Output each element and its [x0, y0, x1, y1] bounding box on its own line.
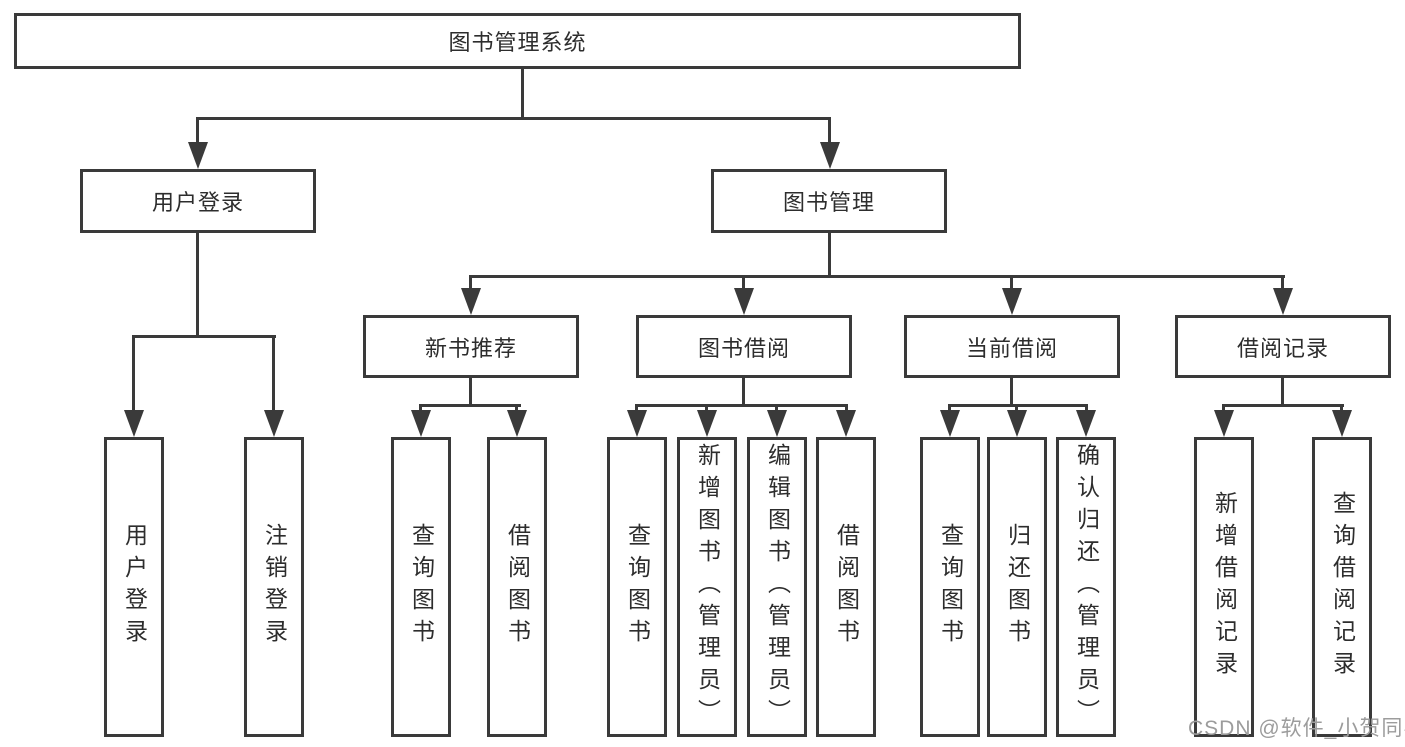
connector-drop-leaf [515, 404, 518, 414]
node-book-management: 图书管理 [711, 169, 947, 233]
connector-drop-leaf [1015, 404, 1018, 414]
arrow-down-icon [767, 410, 787, 437]
arrow-down-icon [940, 410, 960, 437]
arrow-down-icon [507, 410, 527, 437]
leaf-query-borrow-record-label: 查询借阅记录 [1329, 491, 1356, 683]
leaf-query-borrow-record: 查询借阅记录 [1312, 437, 1372, 737]
arrow-down-icon [461, 288, 481, 315]
leaf-return-book: 归还图书 [987, 437, 1047, 737]
leaf-user-login: 用户登录 [104, 437, 164, 737]
arrow-down-icon [1214, 410, 1234, 437]
leaf-edit-book-admin: 编辑图书（管理员） [747, 437, 807, 737]
node-new-book-recommend-label: 新书推荐 [424, 335, 517, 361]
arrow-down-icon [836, 410, 856, 437]
connector-root-trunk [521, 68, 524, 118]
leaf-query-books-borrow: 查询图书 [607, 437, 667, 737]
connector-root-bar [196, 117, 831, 120]
connector-book-borrow-trunk [742, 378, 745, 406]
arrow-down-icon [1007, 410, 1027, 437]
arrow-down-icon [124, 410, 144, 437]
leaf-add-book-admin: 新增图书（管理员） [677, 437, 737, 737]
connector-drop-login-leaf [132, 335, 135, 413]
node-book-borrowing-label: 图书借阅 [697, 335, 790, 361]
connector-drop-user-login [196, 117, 199, 145]
leaf-logout-label: 注销登录 [261, 523, 288, 651]
arrow-down-icon [734, 288, 754, 315]
connector-new-book-trunk [469, 378, 472, 406]
arrow-down-icon [1002, 288, 1022, 315]
arrow-down-icon [820, 142, 840, 169]
leaf-query-books-current-label: 查询图书 [937, 523, 964, 651]
node-new-book-recommend: 新书推荐 [363, 315, 579, 378]
arrow-down-icon [411, 410, 431, 437]
node-current-borrowing-label: 当前借阅 [965, 335, 1058, 361]
leaf-borrow-books-label: 借阅图书 [833, 523, 860, 651]
connector-user-login-trunk [196, 233, 199, 337]
node-system-root: 图书管理系统 [14, 13, 1021, 69]
node-book-management-label: 图书管理 [782, 190, 875, 215]
leaf-query-books-recommend-label: 查询图书 [408, 523, 435, 651]
node-current-borrowing: 当前借阅 [904, 315, 1120, 378]
leaf-query-books-recommend: 查询图书 [391, 437, 451, 737]
leaf-return-book-label: 归还图书 [1004, 523, 1031, 651]
connector-book-mgmt-bar [469, 275, 1285, 278]
connector-borrow-records-trunk [1281, 378, 1284, 406]
connector-book-mgmt-trunk [828, 233, 831, 277]
connector-borrow-records-bar [1222, 404, 1344, 407]
connector-drop-borrow-records [1281, 275, 1284, 291]
leaf-query-books-current: 查询图书 [920, 437, 980, 737]
node-borrowing-records-label: 借阅记录 [1236, 335, 1329, 361]
connector-drop-leaf [635, 404, 638, 414]
leaf-borrow-books: 借阅图书 [816, 437, 876, 737]
connector-drop-leaf [845, 404, 848, 414]
leaf-query-books-borrow-label: 查询图书 [624, 523, 651, 651]
connector-drop-leaf [705, 404, 708, 414]
connector-drop-leaf [419, 404, 422, 414]
connector-drop-leaf [1340, 404, 1343, 414]
node-user-login: 用户登录 [80, 169, 316, 233]
arrow-down-icon [1273, 288, 1293, 315]
arrow-down-icon [1076, 410, 1096, 437]
leaf-confirm-return-admin: 确认归还（管理员） [1056, 437, 1116, 737]
leaf-add-book-admin-label: 新增图书（管理员） [694, 443, 721, 731]
leaf-confirm-return-admin-label: 确认归还（管理员） [1073, 443, 1100, 731]
node-borrowing-records: 借阅记录 [1175, 315, 1391, 378]
leaf-add-borrow-record: 新增借阅记录 [1194, 437, 1254, 737]
connector-new-book-bar [419, 404, 521, 407]
leaf-add-borrow-record-label: 新增借阅记录 [1211, 491, 1238, 683]
connector-current-borrow-bar [948, 404, 1088, 407]
connector-drop-leaf [948, 404, 951, 414]
connector-drop-leaf [775, 404, 778, 414]
connector-drop-leaf [1085, 404, 1088, 414]
arrow-down-icon [264, 410, 284, 437]
leaf-borrow-books-recommend-label: 借阅图书 [504, 523, 531, 651]
watermark: CSDN @软件_小贺同学 [1188, 717, 1405, 740]
connector-current-borrow-trunk [1010, 378, 1013, 406]
leaf-user-login-label: 用户登录 [121, 523, 148, 651]
connector-drop-logout-leaf [272, 335, 275, 413]
node-system-root-label: 图书管理系统 [448, 30, 587, 55]
node-book-borrowing: 图书借阅 [636, 315, 852, 378]
leaf-edit-book-admin-label: 编辑图书（管理员） [764, 443, 791, 731]
connector-drop-current-borrow [1010, 275, 1013, 291]
arrow-down-icon [188, 142, 208, 169]
arrow-down-icon [697, 410, 717, 437]
connector-drop-leaf [1222, 404, 1225, 414]
connector-drop-new-book [469, 275, 472, 291]
arrow-down-icon [627, 410, 647, 437]
arrow-down-icon [1332, 410, 1352, 437]
leaf-borrow-books-recommend: 借阅图书 [487, 437, 547, 737]
connector-drop-book-borrow [742, 275, 745, 291]
connector-drop-book-mgmt [828, 117, 831, 145]
node-user-login-label: 用户登录 [151, 190, 244, 215]
leaf-logout: 注销登录 [244, 437, 304, 737]
connector-user-login-bar [132, 335, 276, 338]
connector-book-borrow-bar [635, 404, 848, 407]
